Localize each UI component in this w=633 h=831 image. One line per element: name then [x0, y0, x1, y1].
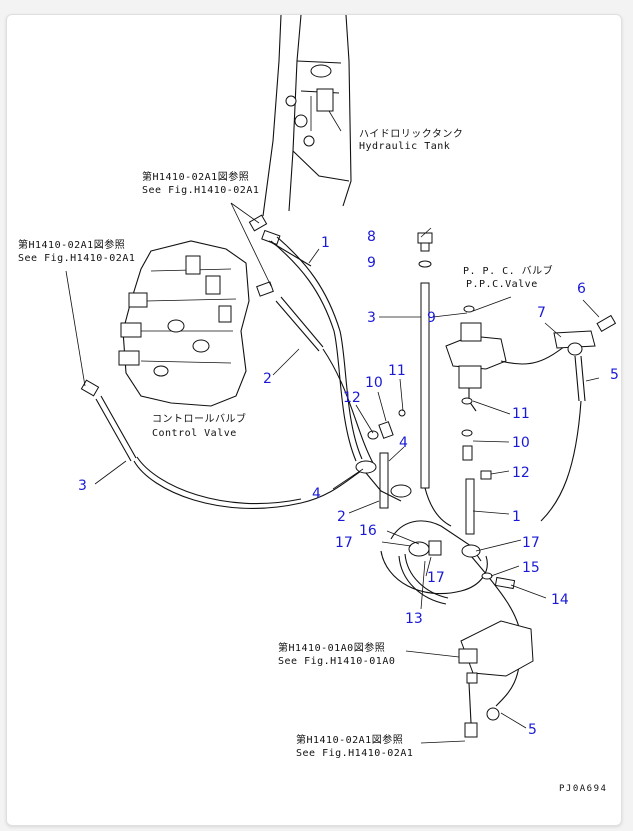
- callout-5: 5: [610, 367, 619, 383]
- ref-top-ja: 第H1410-02A1図参照: [142, 170, 249, 183]
- callout-17: 17: [427, 570, 445, 586]
- callout-2: 2: [337, 509, 346, 525]
- callout-6: 6: [577, 281, 586, 297]
- tank-label-en: Hydraulic Tank: [359, 141, 450, 152]
- callout-13: 13: [405, 611, 423, 627]
- callout-12: 12: [343, 390, 361, 406]
- diagram-frame: ハイドロリックタンク Hydraulic Tank 第H1410-02A1図参照…: [6, 14, 622, 826]
- callout-5: 5: [528, 722, 537, 738]
- callout-17: 17: [522, 535, 540, 551]
- ppc-label-ja: P. P. C. バルブ: [463, 264, 553, 277]
- callout-17: 17: [335, 535, 353, 551]
- callout-3: 3: [367, 310, 376, 326]
- connector-block-7: [553, 330, 596, 356]
- bolt-14: [494, 576, 516, 590]
- control-valve-label-en: Control Valve: [152, 428, 237, 439]
- bolt-12-lower: [480, 470, 492, 480]
- callout-8: 8: [367, 229, 376, 245]
- callout-14: 14: [551, 592, 569, 608]
- swivel-joint: [355, 452, 412, 509]
- callout-11: 11: [512, 406, 530, 422]
- callout-12: 12: [512, 465, 530, 481]
- callout-10: 10: [512, 435, 530, 451]
- plug-6: [596, 314, 617, 333]
- manifold-lower: [380, 520, 488, 605]
- callout-16: 16: [359, 523, 377, 539]
- hydraulic-tank: [262, 15, 352, 217]
- control-valve: [118, 240, 250, 407]
- hose-2-sleeve: [275, 296, 324, 352]
- control-valve-label-ja: コントロールバルブ: [152, 412, 247, 425]
- callout-4: 4: [312, 486, 321, 502]
- callout-1: 1: [512, 509, 521, 525]
- leader-lines: [65, 202, 600, 744]
- callout-9: 9: [427, 310, 436, 326]
- hose-1-upper: [270, 240, 357, 462]
- callout-4: 4: [399, 435, 408, 451]
- callout-15: 15: [522, 560, 540, 576]
- ref-bot-ja: 第H1410-02A1図参照: [296, 733, 403, 746]
- washer-15: [481, 572, 493, 580]
- callout-10: 10: [365, 375, 383, 391]
- callout-11: 11: [388, 363, 406, 379]
- plug-8: [417, 232, 433, 252]
- hose-3-left-sleeve: [95, 395, 137, 462]
- ppc-valve: [445, 322, 570, 412]
- valve-elbow-fitting-left: [80, 379, 100, 397]
- callout-7: 7: [537, 305, 546, 321]
- drawing-code: PJ0A694: [559, 784, 607, 794]
- ref-mid-en: See Fig.H1410-01A0: [278, 656, 395, 667]
- ref-mid-ja: 第H1410-01A0図参照: [278, 641, 385, 654]
- o-ring-9-ppc: [463, 305, 475, 313]
- valve-elbow-fitting-upper: [256, 281, 274, 297]
- callout-2: 2: [263, 371, 272, 387]
- ref-left-en: See Fig.H1410-02A1: [18, 253, 135, 264]
- parts-diagram: ハイドロリックタンク Hydraulic Tank 第H1410-02A1図参照…: [18, 15, 619, 794]
- ppc-label-en: P.P.C.Valve: [466, 279, 538, 290]
- lower-valve: [458, 620, 534, 738]
- ref-left-ja: 第H1410-02A1図参照: [18, 238, 125, 251]
- callout-9: 9: [367, 255, 376, 271]
- o-ring-11-upper: [461, 397, 473, 405]
- ref-top-en: See Fig.H1410-02A1: [142, 185, 259, 196]
- pipe-3-vertical: [420, 282, 452, 527]
- pipe-1-lower: [465, 478, 475, 535]
- elbow-10-lower: [461, 429, 473, 461]
- elbow-10-upper: [367, 409, 406, 440]
- hose-segment: [268, 240, 312, 267]
- tank-label-ja: ハイドロリックタンク: [359, 128, 463, 140]
- ref-bot-en: See Fig.H1410-02A1: [296, 748, 413, 759]
- callout-3: 3: [78, 478, 87, 494]
- callout-1: 1: [321, 235, 330, 251]
- o-ring-9-top: [418, 260, 432, 268]
